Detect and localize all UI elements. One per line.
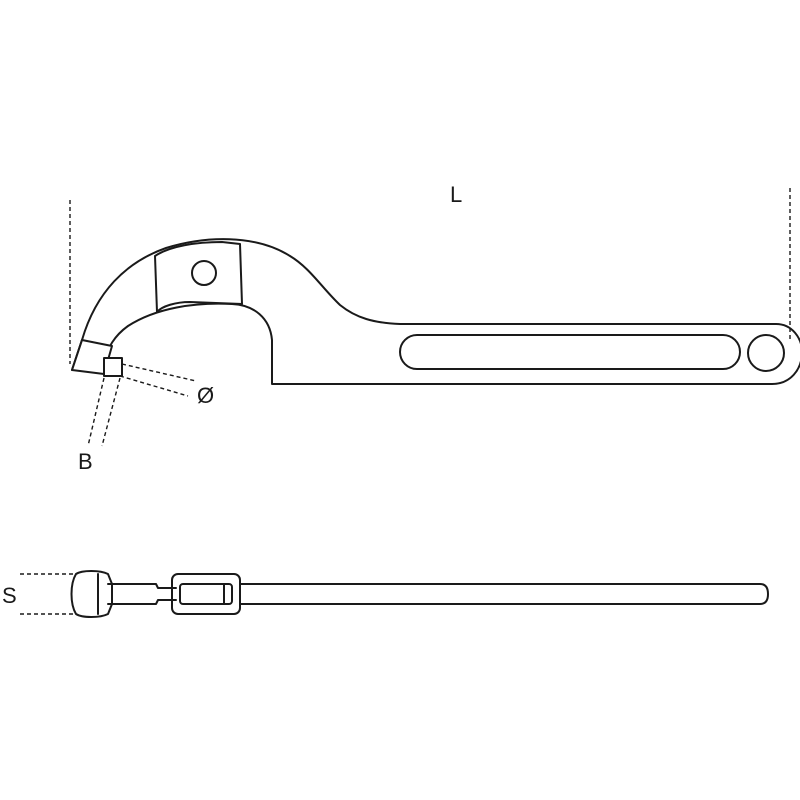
side-view: S (2, 570, 769, 618)
handle-slot (399, 334, 741, 370)
hinge-block-side (171, 573, 241, 615)
pin-dim-line-2 (101, 377, 121, 447)
hook-pin (103, 357, 123, 377)
thickness-label: S (2, 583, 17, 608)
hinge-slot-side (179, 583, 233, 605)
hinge-pivot-hole (191, 260, 217, 286)
handle-bar-side (239, 583, 769, 605)
length-label: L (450, 182, 462, 207)
wrench-body-outline (71, 238, 800, 385)
diameter-label: Ø (197, 383, 214, 408)
pin-label: B (78, 449, 93, 474)
diameter-dim-line-1 (121, 363, 197, 382)
diameter-dim-line-2 (119, 375, 189, 397)
hook-neck-side (107, 583, 177, 605)
hanging-hole (747, 334, 785, 372)
hinge-plate (154, 241, 243, 313)
front-view: L Ø B (69, 182, 800, 474)
hook-head-side (70, 570, 113, 618)
pin-dim-line-1 (87, 377, 105, 447)
